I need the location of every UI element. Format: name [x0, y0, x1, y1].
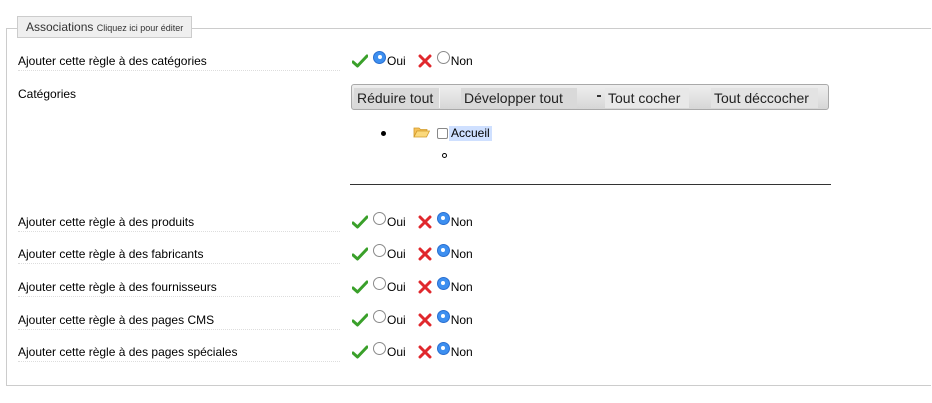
check-icon [352, 247, 368, 261]
associations-fieldset [6, 28, 931, 386]
non-label: Non [450, 54, 473, 68]
special-pages-oui-radio[interactable] [373, 341, 386, 355]
uncheck-all-button[interactable]: Tout déccocher [711, 88, 818, 108]
oui-label: Oui [387, 247, 406, 261]
tree-sub-bullet [442, 153, 447, 158]
check-icon [352, 54, 368, 68]
special-pages-rule-label: Ajouter cette règle à des pages spéciale… [18, 343, 340, 362]
tree-node-accueil[interactable]: Accueil [449, 126, 492, 141]
suppliers-rule-label: Ajouter cette règle à des fournisseurs [18, 278, 340, 297]
categories-non-radio[interactable] [436, 50, 450, 64]
expand-all-button[interactable]: Développer tout [461, 88, 577, 108]
cross-icon [418, 345, 432, 359]
categories-rule-label: Ajouter cette règle à des catégories [18, 52, 340, 71]
tree-divider [350, 184, 831, 185]
cross-icon [418, 313, 432, 327]
manufacturers-rule-label: Ajouter cette règle à des fabricants [18, 245, 340, 264]
check-icon [352, 280, 368, 294]
special-pages-non-radio[interactable] [436, 341, 450, 355]
products-rule-label: Ajouter cette règle à des produits [18, 213, 340, 232]
category-tree-toolbar: Réduire tout Développer tout Tout cocher… [351, 84, 829, 110]
legend-hint: Cliquez ici pour éditer [96, 23, 184, 33]
cms-pages-oui-radio[interactable] [373, 309, 386, 323]
cross-icon [418, 215, 432, 229]
categories-label: Catégories [18, 87, 77, 101]
manufacturers-oui-radio[interactable] [373, 243, 386, 257]
check-icon [352, 345, 368, 359]
products-oui-radio[interactable] [373, 211, 386, 225]
collapse-all-button[interactable]: Réduire tout [354, 88, 440, 108]
oui-label: Oui [387, 215, 406, 229]
manufacturers-non-radio[interactable] [436, 243, 450, 257]
fieldset-legend[interactable]: Associations Cliquez ici pour éditer [17, 16, 193, 38]
special-pages-rule-radio-group: Oui Non [352, 341, 473, 361]
products-rule-radio-group: Oui Non [352, 211, 473, 231]
suppliers-rule-radio-group: Oui Non [352, 276, 473, 296]
oui-label: Oui [387, 280, 406, 294]
check-icon [352, 215, 368, 229]
categories-rule-radio-group: Oui Non [352, 50, 473, 70]
tree-bullet [381, 131, 386, 136]
check-all-button[interactable]: Tout cocher [605, 88, 689, 108]
non-label: Non [450, 215, 473, 229]
toolbar-separator [597, 95, 601, 97]
check-icon [352, 313, 368, 327]
cross-icon [418, 247, 432, 261]
oui-label: Oui [387, 313, 406, 327]
suppliers-non-radio[interactable] [436, 276, 450, 290]
non-label: Non [450, 280, 473, 294]
non-label: Non [450, 345, 473, 359]
non-label: Non [450, 247, 473, 261]
non-label: Non [450, 313, 473, 327]
legend-title: Associations [26, 20, 94, 34]
cms-pages-non-radio[interactable] [436, 309, 450, 323]
suppliers-oui-radio[interactable] [373, 276, 386, 290]
cross-icon [418, 280, 432, 294]
cms-pages-rule-label: Ajouter cette règle à des pages CMS [18, 311, 340, 330]
folder-open-icon[interactable] [413, 126, 430, 138]
cms-pages-rule-radio-group: Oui Non [352, 309, 473, 329]
cross-icon [418, 54, 432, 68]
oui-label: Oui [387, 54, 406, 68]
categories-oui-radio[interactable] [373, 50, 386, 64]
accueil-checkbox[interactable] [437, 128, 448, 139]
manufacturers-rule-radio-group: Oui Non [352, 243, 473, 263]
products-non-radio[interactable] [436, 211, 450, 225]
oui-label: Oui [387, 345, 406, 359]
